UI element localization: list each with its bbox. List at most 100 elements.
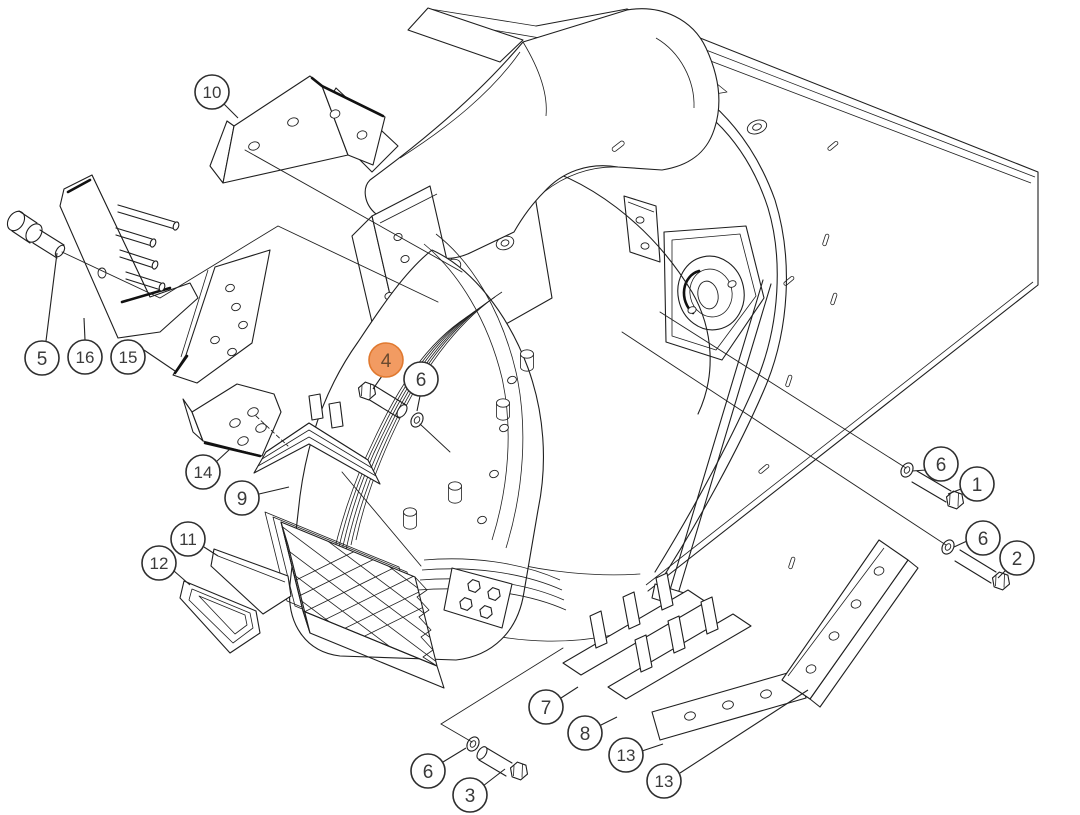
callout-13-upper-label: 13	[617, 746, 636, 765]
callout-2-leader-line	[997, 569, 1007, 579]
callout-6-washer-1-leader-line	[911, 469, 927, 472]
wear-bar-13-lower	[781, 539, 919, 708]
chevron-stack-9	[253, 393, 381, 485]
callout-6-washer-2-circle[interactable]	[965, 520, 1001, 556]
callout-6-washer-3[interactable]: 6	[410, 747, 467, 789]
callout-16[interactable]: 16	[67, 317, 103, 375]
callout-15[interactable]: 15	[110, 339, 176, 375]
callout-13-upper-leader-line	[641, 743, 664, 752]
callout-14-leader-line	[215, 448, 231, 463]
callout-7-label: 7	[541, 698, 552, 719]
callout-6-washer-1-label: 6	[936, 455, 947, 476]
callout-7-circle[interactable]	[528, 689, 564, 725]
callout-13-lower-leader-line	[679, 689, 809, 774]
callout-8-leader-line	[598, 716, 618, 727]
washer-6-for-4	[410, 412, 424, 428]
callout-9-leader-line	[258, 486, 290, 495]
hex-bolt-3	[476, 746, 529, 781]
bracket-14	[182, 383, 282, 458]
callout-16-leader-line	[83, 317, 86, 341]
callout-4-leader-line	[372, 375, 383, 390]
callout-15-circle[interactable]	[110, 339, 146, 375]
callout-5[interactable]: 5	[24, 252, 60, 376]
callout-5-label: 5	[37, 349, 48, 370]
wedge-11	[210, 548, 292, 615]
callout-11-circle[interactable]	[170, 521, 206, 557]
callout-12-circle[interactable]	[141, 545, 177, 581]
callout-13-upper[interactable]: 13	[608, 737, 664, 773]
callout-13-lower-circle[interactable]	[646, 763, 682, 799]
callout-14[interactable]: 14	[185, 448, 231, 490]
callout-7[interactable]: 7	[528, 686, 579, 725]
callout-10-leader-line	[223, 103, 239, 119]
callout-6-washer-2-label: 6	[978, 529, 989, 550]
callout-14-label: 14	[194, 463, 213, 482]
washer-6-for-1	[900, 462, 914, 478]
callout-12-label: 12	[150, 554, 169, 573]
callout-1[interactable]: 1	[947, 466, 995, 502]
callout-8-circle[interactable]	[567, 715, 603, 751]
callout-4[interactable]: 4	[368, 342, 404, 390]
callout-6-washer-3-circle[interactable]	[410, 753, 446, 789]
wear-bar-13-upper	[651, 669, 807, 741]
callout-15-leader-line	[143, 349, 176, 372]
washer-6-for-2	[941, 539, 955, 555]
jaw-pins	[403, 349, 534, 530]
callout-10-label: 10	[203, 83, 222, 102]
callout-13-upper-circle[interactable]	[608, 737, 644, 773]
comb-plate-8	[607, 596, 752, 700]
callout-12-leader-line	[173, 570, 191, 586]
callout-3[interactable]: 3	[452, 768, 506, 813]
callout-5-circle[interactable]	[24, 340, 60, 376]
callout-6-washer-4-leader-line	[416, 395, 421, 412]
callout-2-circle[interactable]	[999, 540, 1035, 576]
callout-13-lower[interactable]: 13	[646, 689, 809, 799]
callout-8[interactable]: 8	[567, 715, 618, 751]
callout-1-leader-line	[947, 488, 962, 495]
callout-6-washer-1[interactable]: 6	[911, 446, 959, 482]
callout-9-label: 9	[237, 489, 248, 510]
jaw-die-plate	[264, 511, 445, 689]
callout-3-leader-line	[482, 768, 506, 787]
callout-14-circle[interactable]	[185, 454, 221, 490]
callout-3-circle[interactable]	[452, 777, 488, 813]
alignment-lines	[61, 149, 947, 743]
callout-16-circle[interactable]	[67, 339, 103, 375]
callout-9-circle[interactable]	[224, 480, 260, 516]
callout-6-washer-4-label: 6	[416, 370, 427, 391]
callout-8-label: 8	[580, 724, 591, 745]
callout-6-washer-4[interactable]: 6	[403, 361, 439, 412]
callout-11[interactable]: 11	[170, 521, 219, 557]
machine-side-plate	[429, 8, 1039, 592]
socket-bolt-5	[6, 210, 66, 259]
callout-10[interactable]: 10	[194, 74, 239, 119]
callout-10-circle[interactable]	[194, 74, 230, 110]
callout-15-label: 15	[119, 348, 138, 367]
pivot-hub	[623, 195, 765, 361]
callout-7-leader-line	[560, 686, 579, 699]
callout-6-washer-4-circle[interactable]	[403, 361, 439, 397]
callout-9[interactable]: 9	[224, 480, 290, 516]
callout-11-label: 11	[179, 530, 197, 549]
callout-6-washer-2[interactable]: 6	[953, 520, 1001, 556]
callout-6-washer-1-circle[interactable]	[923, 446, 959, 482]
hex-bolt-4	[357, 381, 408, 419]
callout-1-circle[interactable]	[959, 466, 995, 502]
shim-plate-12	[179, 580, 261, 654]
hex-bolt-1	[911, 470, 965, 510]
callout-5-leader-line	[45, 252, 58, 342]
bracket-16	[59, 174, 199, 339]
callout-4-circle[interactable]	[368, 342, 404, 378]
callout-2[interactable]: 2	[997, 540, 1035, 579]
callout-6-washer-3-label: 6	[423, 762, 434, 783]
callout-3-label: 3	[465, 786, 476, 807]
callout-16-label: 16	[76, 348, 95, 367]
bracket-15	[172, 249, 271, 384]
callout-2-label: 2	[1012, 549, 1023, 570]
callout-12[interactable]: 12	[141, 545, 191, 586]
bracket-10	[209, 75, 386, 184]
exploded-view-drawing	[6, 7, 1039, 781]
callout-11-leader-line	[203, 546, 219, 557]
